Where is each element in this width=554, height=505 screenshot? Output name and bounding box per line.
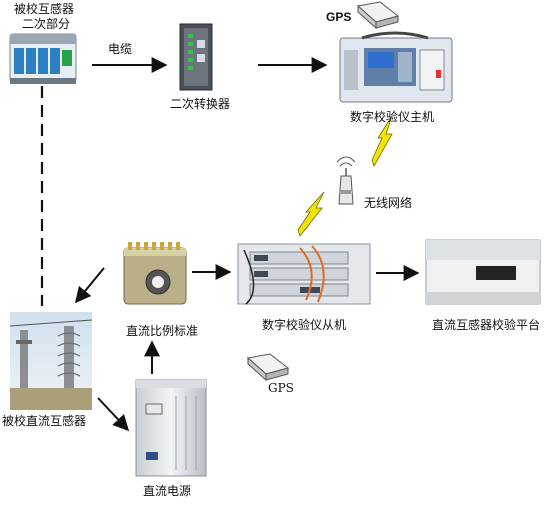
converter-label: 二次转换器 (170, 97, 231, 111)
power-label: 直流电源 (143, 484, 192, 498)
standard-label: 直流比例标准 (126, 324, 199, 338)
power-supply-device (135, 379, 207, 477)
wireless-label: 无线网络 (364, 196, 413, 210)
master-device (339, 31, 453, 103)
master-label: 数字校验仪主机 (350, 110, 435, 124)
secondary-part-device (9, 33, 77, 84)
gps-receiver-icon (246, 353, 290, 382)
gps-bottom-label: GPS (268, 381, 294, 395)
slave-device (237, 243, 371, 305)
converter-device (179, 23, 213, 91)
cable-label: 电缆 (108, 42, 133, 56)
lightning-icon (297, 191, 325, 237)
slave-label: 数字校验仪从机 (262, 318, 347, 332)
arrow-dut-to-power (97, 397, 130, 432)
antenna-icon (336, 156, 356, 205)
gps-receiver-icon (356, 1, 400, 30)
dut-photo (9, 312, 93, 410)
arrow-to-dut (74, 267, 105, 304)
standard-device (123, 242, 187, 305)
lightning-icon (371, 115, 393, 167)
gps-top-label: GPS (326, 10, 352, 24)
secondary-part-label-line2: 二次部分 (22, 17, 71, 31)
dut-label: 被校直流互感器 (2, 414, 87, 428)
platform-label: 直流互感器校验平台 (432, 318, 541, 332)
secondary-part-label-line1: 被校互感器 (14, 2, 75, 16)
platform-device (425, 239, 541, 305)
